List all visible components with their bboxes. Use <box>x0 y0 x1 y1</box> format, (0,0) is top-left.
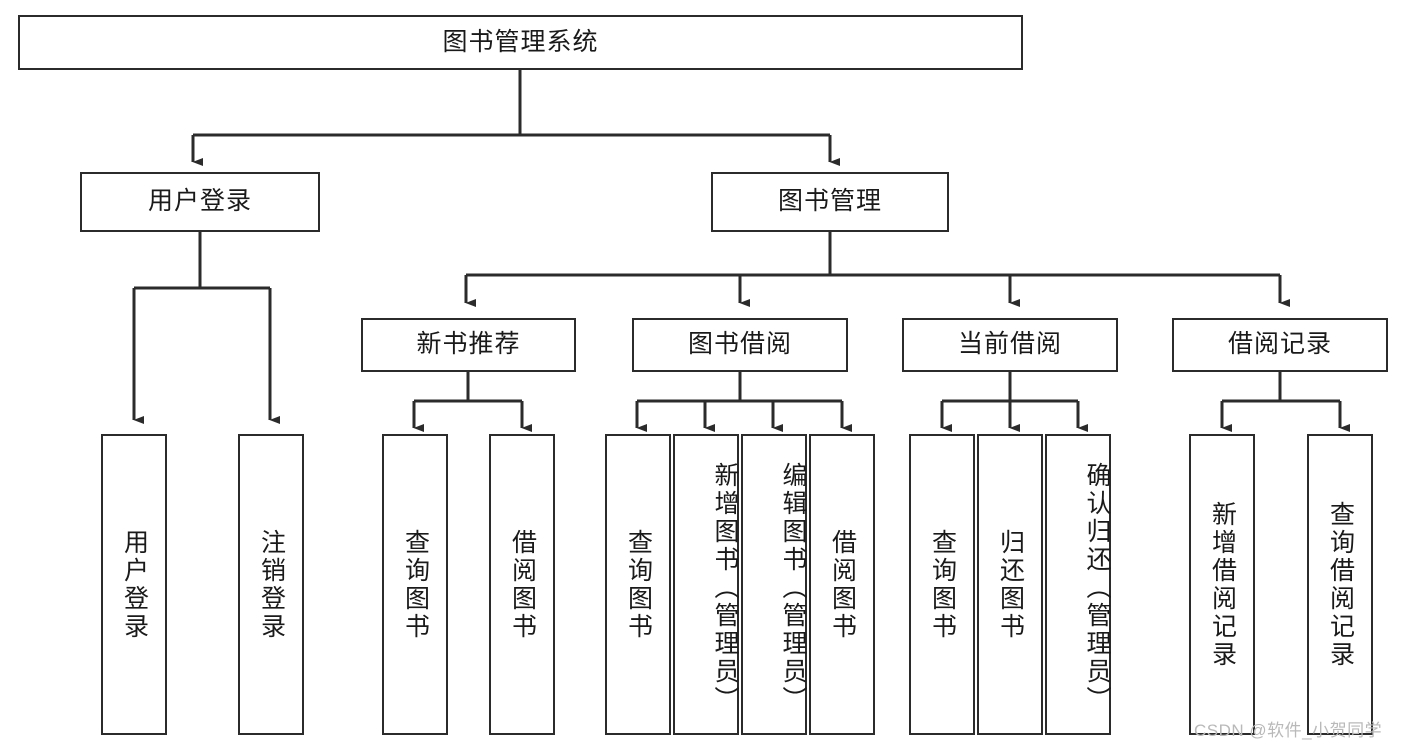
leaf-recommend-query-book[interactable]: 查询图书 <box>382 434 448 735</box>
leaf-user-login-login[interactable]: 用户登录 <box>101 434 167 735</box>
leaf-current-return-book[interactable]: 归还图书 <box>977 434 1043 735</box>
leaf-current-confirm-return-admin[interactable]: 确认归还（管理员） <box>1045 434 1111 735</box>
csdn-watermark: CSDN @软件_小贺同学 <box>1194 721 1383 740</box>
leaf-borrow-add-book-admin[interactable]: 新增图书（管理员） <box>673 434 739 735</box>
leaf-record-query-record[interactable]: 查询借阅记录 <box>1307 434 1373 735</box>
node-root-system[interactable]: 图书管理系统 <box>18 15 1023 70</box>
leaf-current-query-book[interactable]: 查询图书 <box>909 434 975 735</box>
leaf-user-login-logout[interactable]: 注销登录 <box>238 434 304 735</box>
node-borrow-record[interactable]: 借阅记录 <box>1172 318 1388 372</box>
leaf-borrow-borrow-book[interactable]: 借阅图书 <box>809 434 875 735</box>
node-book-borrow[interactable]: 图书借阅 <box>632 318 848 372</box>
node-new-book-recommend[interactable]: 新书推荐 <box>361 318 576 372</box>
node-current-borrow[interactable]: 当前借阅 <box>902 318 1118 372</box>
node-book-management[interactable]: 图书管理 <box>711 172 949 232</box>
leaf-borrow-query-book[interactable]: 查询图书 <box>605 434 671 735</box>
leaf-borrow-edit-book-admin[interactable]: 编辑图书（管理员） <box>741 434 807 735</box>
node-user-login[interactable]: 用户登录 <box>80 172 320 232</box>
leaf-recommend-borrow-book[interactable]: 借阅图书 <box>489 434 555 735</box>
leaf-record-add-record[interactable]: 新增借阅记录 <box>1189 434 1255 735</box>
